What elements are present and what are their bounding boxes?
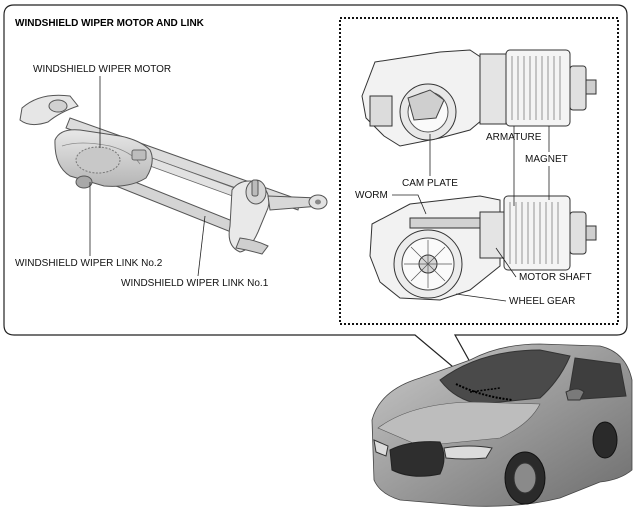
leader-worm: [392, 194, 427, 215]
leader-motor-shaft: [495, 247, 517, 278]
leader-wheel-gear: [455, 293, 507, 302]
motor-cutaway-upper: [361, 49, 597, 147]
leader-link-no1: [197, 215, 206, 277]
label-motor-shaft: MOTOR SHAFT: [519, 272, 592, 283]
motor-cutaway-lower: [369, 195, 597, 301]
wiper-linkage-illustration: [19, 94, 328, 255]
vehicle-illustration: [371, 343, 633, 507]
label-link-no2: WINDSHIELD WIPER LINK No.2: [15, 258, 163, 269]
label-link-no1: WINDSHIELD WIPER LINK No.1: [121, 278, 269, 289]
label-magnet: MAGNET: [525, 154, 568, 165]
label-worm: WORM: [355, 190, 388, 201]
label-cam-plate: CAM PLATE: [402, 178, 458, 189]
page-title: WINDSHIELD WIPER MOTOR AND LINK: [15, 18, 205, 29]
label-wheel-gear: WHEEL GEAR: [509, 296, 575, 307]
label-wiper-motor: WINDSHIELD WIPER MOTOR: [33, 64, 171, 75]
